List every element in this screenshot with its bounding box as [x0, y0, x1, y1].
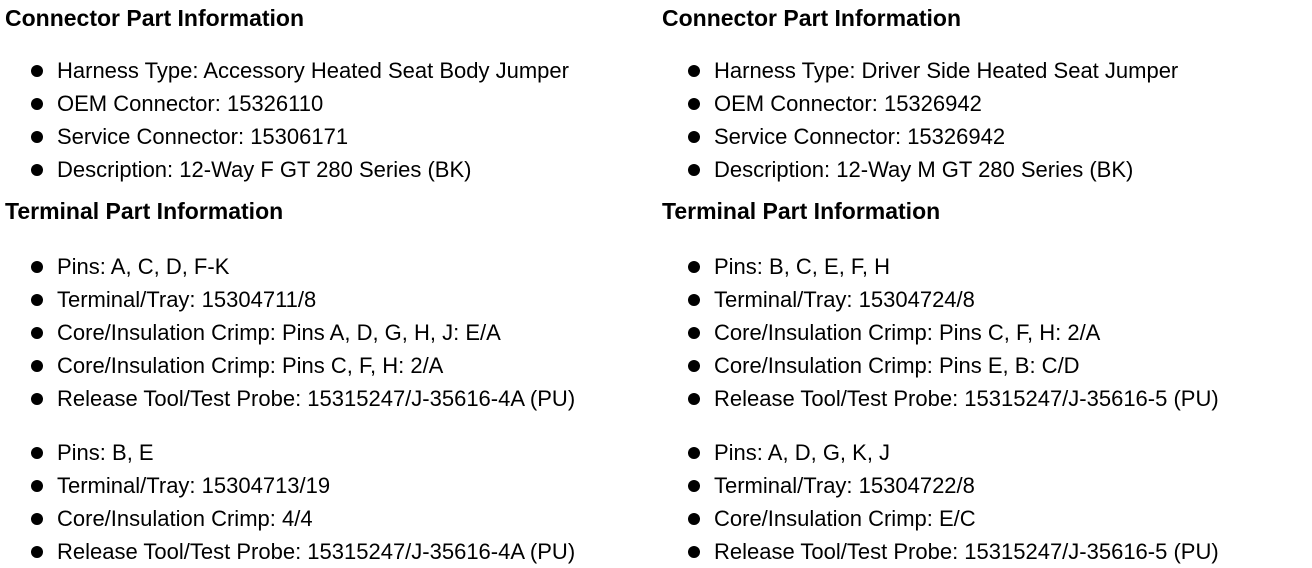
bullet-icon: [688, 479, 700, 492]
list-item-text: Release Tool/Test Probe: 15315247/J-3561…: [57, 385, 576, 411]
list-item: Harness Type: Accessory Heated Seat Body…: [5, 54, 656, 87]
list-item-text: Core/Insulation Crimp: 4/4: [57, 505, 313, 531]
list-item-text: Core/Insulation Crimp: Pins C, F, H: 2/A: [57, 352, 444, 378]
list-item-text: Release Tool/Test Probe: 15315247/J-3561…: [714, 538, 1219, 564]
bullet-icon: [31, 293, 43, 306]
list-item-text: OEM Connector: 15326110: [57, 90, 324, 116]
list-item-text: Harness Type: Accessory Heated Seat Body…: [57, 57, 569, 83]
list-item: Core/Insulation Crimp: Pins E, B: C/D: [662, 349, 1312, 382]
list-item: Pins: B, C, E, F, H: [662, 250, 1312, 283]
terminal-info-list-2: Pins: B, E Terminal/Tray: 15304713/19 Co…: [5, 436, 656, 568]
bullet-icon: [31, 130, 43, 143]
list-item-text: Harness Type: Driver Side Heated Seat Ju…: [714, 57, 1179, 83]
list-item-text: Description: 12-Way M GT 280 Series (BK): [714, 156, 1134, 182]
list-item: Release Tool/Test Probe: 15315247/J-3561…: [662, 382, 1312, 415]
list-item-text: Pins: B, E: [57, 439, 154, 465]
list-item-text: Terminal/Tray: 15304724/8: [714, 286, 975, 312]
list-item: Core/Insulation Crimp: Pins A, D, G, H, …: [5, 316, 656, 349]
list-item: Core/Insulation Crimp: Pins C, F, H: 2/A: [662, 316, 1312, 349]
connector-part-heading: Connector Part Information: [5, 5, 305, 31]
terminal-part-heading: Terminal Part Information: [662, 198, 941, 224]
connector-info-list: Harness Type: Accessory Heated Seat Body…: [5, 54, 656, 186]
bullet-icon: [688, 293, 700, 306]
terminal-info-list-1: Pins: B, C, E, F, H Terminal/Tray: 15304…: [662, 250, 1312, 415]
terminal-info-list-1: Pins: A, C, D, F-K Terminal/Tray: 153047…: [5, 250, 656, 415]
bullet-icon: [688, 545, 700, 558]
list-item-text: Release Tool/Test Probe: 15315247/J-3561…: [57, 538, 576, 564]
list-item: Service Connector: 15306171: [5, 120, 656, 153]
list-item: Release Tool/Test Probe: 15315247/J-3561…: [5, 382, 656, 415]
bullet-icon: [31, 359, 43, 372]
list-item-text: Release Tool/Test Probe: 15315247/J-3561…: [714, 385, 1219, 411]
list-item: Terminal/Tray: 15304713/19: [5, 469, 656, 502]
bullet-icon: [688, 359, 700, 372]
list-item-text: Pins: A, C, D, F-K: [57, 253, 230, 279]
list-item-text: Description: 12-Way F GT 280 Series (BK): [57, 156, 472, 182]
list-item-text: Terminal/Tray: 15304711/8: [57, 286, 317, 312]
list-item: Terminal/Tray: 15304724/8: [662, 283, 1312, 316]
list-item: Release Tool/Test Probe: 15315247/J-3561…: [5, 535, 656, 568]
bullet-icon: [31, 163, 43, 176]
part-info-column-right: Connector Part Information Harness Type:…: [656, 0, 1312, 568]
list-item: Core/Insulation Crimp: 4/4: [5, 502, 656, 535]
list-item-text: Core/Insulation Crimp: Pins E, B: C/D: [714, 352, 1080, 378]
list-item: OEM Connector: 15326110: [5, 87, 656, 120]
list-item: Terminal/Tray: 15304711/8: [5, 283, 656, 316]
bullet-icon: [31, 545, 43, 558]
list-item: Terminal/Tray: 15304722/8: [662, 469, 1312, 502]
bullet-icon: [688, 512, 700, 525]
bullet-icon: [31, 97, 43, 110]
connector-part-heading: Connector Part Information: [662, 5, 962, 31]
list-item: Description: 12-Way M GT 280 Series (BK): [662, 153, 1312, 186]
list-item-text: Pins: A, D, G, K, J: [714, 439, 891, 465]
list-item: Harness Type: Driver Side Heated Seat Ju…: [662, 54, 1312, 87]
part-info-column-left: Connector Part Information Harness Type:…: [5, 5, 656, 568]
list-item: Pins: A, C, D, F-K: [5, 250, 656, 283]
bullet-icon: [31, 479, 43, 492]
list-item: Release Tool/Test Probe: 15315247/J-3561…: [662, 535, 1312, 568]
bullet-icon: [31, 326, 43, 339]
bullet-icon: [31, 392, 43, 405]
bullet-icon: [688, 260, 700, 273]
list-item-text: Core/Insulation Crimp: Pins C, F, H: 2/A: [714, 319, 1101, 345]
list-item-text: Pins: B, C, E, F, H: [714, 253, 891, 279]
list-item-text: Terminal/Tray: 15304713/19: [57, 472, 331, 498]
list-item-text: Core/Insulation Crimp: Pins A, D, G, H, …: [57, 319, 501, 345]
bullet-icon: [688, 163, 700, 176]
list-item: Pins: B, E: [5, 436, 656, 469]
list-item-text: Service Connector: 15326942: [714, 123, 1006, 149]
list-item: Pins: A, D, G, K, J: [662, 436, 1312, 469]
list-item-text: Service Connector: 15306171: [57, 123, 349, 149]
terminal-part-heading: Terminal Part Information: [5, 198, 284, 224]
bullet-icon: [31, 64, 43, 77]
terminal-info-list-2: Pins: A, D, G, K, J Terminal/Tray: 15304…: [662, 436, 1312, 568]
connector-info-list: Harness Type: Driver Side Heated Seat Ju…: [662, 54, 1312, 186]
bullet-icon: [688, 130, 700, 143]
bullet-icon: [688, 64, 700, 77]
list-item: OEM Connector: 15326942: [662, 87, 1312, 120]
bullet-icon: [31, 446, 43, 459]
bullet-icon: [688, 97, 700, 110]
list-item: Core/Insulation Crimp: E/C: [662, 502, 1312, 535]
bullet-icon: [688, 392, 700, 405]
list-item: Core/Insulation Crimp: Pins C, F, H: 2/A: [5, 349, 656, 382]
list-item-text: OEM Connector: 15326942: [714, 90, 982, 116]
bullet-icon: [688, 326, 700, 339]
bullet-icon: [31, 512, 43, 525]
list-item: Description: 12-Way F GT 280 Series (BK): [5, 153, 656, 186]
list-item-text: Core/Insulation Crimp: E/C: [714, 505, 976, 531]
list-item: Service Connector: 15326942: [662, 120, 1312, 153]
bullet-icon: [31, 260, 43, 273]
list-item-text: Terminal/Tray: 15304722/8: [714, 472, 975, 498]
bullet-icon: [688, 446, 700, 459]
